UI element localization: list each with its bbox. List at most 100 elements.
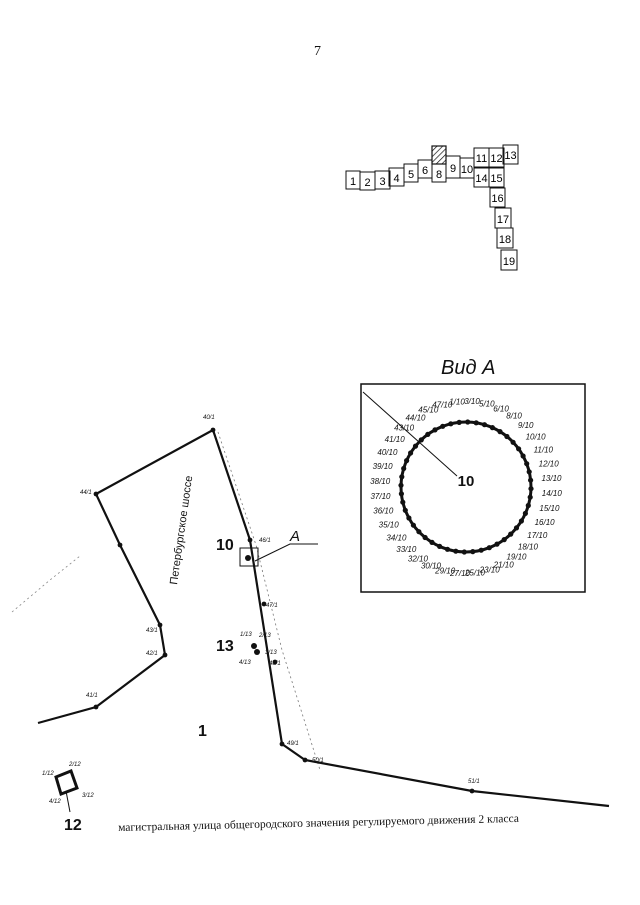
boundary-point-dot [400, 499, 406, 505]
boundary-point-dot [444, 546, 451, 552]
parcel-12-number: 12 [64, 817, 82, 834]
boundary-point-dot [528, 477, 534, 483]
point-label: 33/10 [396, 545, 417, 554]
main-map: Петербургское шоссе A 10 13 1 12 40/144/… [11, 415, 610, 834]
sheet-11: 11 [473, 147, 490, 168]
parcel-12-boundary [54, 769, 79, 796]
point-label: 34/10 [386, 534, 407, 543]
point-label: 11/10 [534, 445, 554, 454]
sheet-2: 2 [359, 171, 376, 191]
boundary-point-dot [513, 525, 520, 531]
callout-leader [254, 543, 318, 562]
svg-text:15: 15 [490, 173, 502, 185]
sheet-19: 19 [500, 249, 518, 271]
boundary-point-dot [469, 788, 475, 794]
boundary-point-dot [93, 491, 99, 497]
view-a-frame [360, 383, 586, 593]
point-label: 36/10 [373, 507, 394, 516]
boundary-point-dot [518, 518, 525, 524]
point-label: 13/10 [541, 474, 562, 483]
boundary-point-dot [398, 482, 404, 488]
point-label: 21/10 [493, 560, 515, 569]
point-label: 30/10 [421, 562, 442, 571]
point-label: 6/10 [493, 404, 509, 413]
sheet-5: 5 [403, 163, 419, 183]
point-label: 45/10 [418, 406, 439, 415]
red-line-boundary [37, 428, 610, 808]
boundary-point-dot [162, 652, 168, 658]
boundary-point-dot [453, 548, 459, 554]
point-label: 15/10 [539, 504, 560, 513]
point-label: 18/10 [518, 543, 539, 552]
point-label: 44/1 [80, 490, 92, 496]
point-label: 4/12 [49, 799, 61, 805]
boundary-point-dot [401, 465, 407, 472]
sheet-18: 18 [496, 227, 514, 249]
boundary-point-dot [440, 423, 446, 429]
boundary-point-dot [508, 531, 514, 537]
boundary-point-dot [461, 549, 467, 555]
boundary-point-dot [448, 421, 454, 427]
point-label: 2/12 [68, 762, 81, 768]
sheet-9: 9 [445, 155, 461, 179]
point-label: 40/10 [377, 448, 398, 457]
boundary-point-dot [510, 439, 516, 445]
sheet-4: 4 [388, 167, 405, 187]
boundary-point-dot [117, 542, 123, 548]
view-a-boundary-points [398, 419, 534, 555]
sheet-13: 13 [502, 144, 519, 165]
point-label: 41/10 [385, 435, 406, 444]
boundary-point-dot [425, 431, 431, 437]
point-label: 35/10 [379, 521, 400, 530]
boundary-point-dot [524, 461, 530, 467]
svg-text:11: 11 [476, 153, 487, 165]
point-label: 32/10 [408, 554, 429, 563]
sheet-3: 3 [374, 170, 391, 190]
boundary-point-dot [261, 601, 267, 607]
sheet-8: 8 [431, 163, 447, 183]
boundary-point-dot [497, 429, 503, 435]
parcel-10-marker [245, 555, 251, 561]
svg-text:13: 13 [504, 150, 516, 162]
boundary-point-dot [408, 450, 414, 456]
point-label: 10/10 [526, 433, 547, 442]
boundary-point-dot [489, 425, 495, 431]
boundary-point-dot [410, 522, 416, 528]
right-of-way-line [217, 431, 321, 771]
point-label: 1/10 [449, 398, 465, 407]
svg-text:1: 1 [350, 176, 356, 188]
boundary-point-dot [528, 486, 534, 492]
point-label: 9/10 [518, 421, 534, 430]
boundary-point-dot [302, 757, 308, 763]
svg-text:17: 17 [497, 214, 509, 226]
point-label: 39/10 [373, 462, 394, 471]
boundary-point-dot [418, 437, 424, 443]
boundary-point-dot [526, 469, 532, 475]
boundary-point-dot [527, 494, 533, 500]
sheet-15: 15 [488, 167, 505, 188]
point-label: 17/10 [527, 531, 548, 540]
point-label: 38/10 [370, 477, 391, 486]
boundary-point-dot [437, 543, 443, 550]
point-label: 48/1 [269, 661, 281, 667]
boundary-point-dot [470, 549, 476, 555]
view-a-leader-line [362, 391, 458, 477]
callout-letter: A [289, 528, 300, 545]
boundary-point-dot [406, 515, 412, 521]
boundary-point-dot [478, 547, 484, 553]
point-label: 37/10 [370, 492, 391, 501]
point-label: 25/10 [464, 569, 486, 578]
point-label: 29/10 [434, 566, 456, 575]
sheet-12: 12 [488, 147, 505, 168]
point-label: 14/10 [542, 489, 563, 498]
boundary-point-dot [416, 529, 422, 535]
boundary-point-dot [432, 427, 438, 433]
boundary-point-dot [516, 446, 522, 452]
point-label: 44/10 [405, 413, 426, 422]
point-label: 1/13 [240, 632, 252, 638]
boundary-point-dot [456, 419, 462, 425]
point-label: 19/10 [506, 553, 527, 562]
